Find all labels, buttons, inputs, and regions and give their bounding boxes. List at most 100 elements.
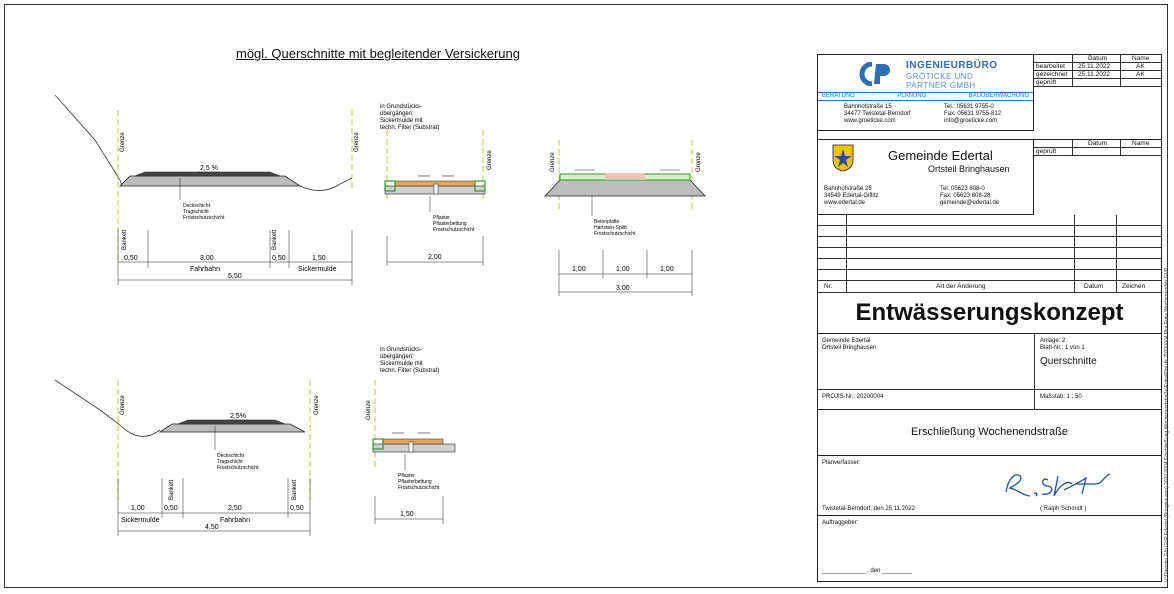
client-subname: Ortsteil Bringhausen <box>928 164 1010 174</box>
section-2-layer-b: Hartstein-Splitt <box>594 225 627 231</box>
dim-2-b: 1,00 <box>616 266 630 273</box>
dim-1-d: 1,50 <box>312 255 326 262</box>
detail-2-note-1: in Grundstücks- <box>380 347 422 353</box>
dim-3-d: 0,50 <box>290 505 304 512</box>
section-2: Grenze Grenze Betonplatte Hartstein-Spli… <box>544 140 706 296</box>
sheet-name: Querschnitte <box>1040 356 1097 367</box>
status-row-2-date: 25.11.2022 <box>1078 71 1111 78</box>
layer-label-1a: Deckschicht <box>183 203 211 209</box>
sickermulde-label-1: Sickermulde <box>298 266 337 273</box>
total-3: 4,50 <box>205 524 219 531</box>
anlage: Anlage: 2 <box>1040 338 1066 344</box>
grenze-label-1a: Grenze <box>120 132 126 152</box>
status-row-2-label: gezeichnet <box>1036 71 1068 78</box>
project-left-1: Gemeinde Edertal <box>822 338 871 344</box>
detail-2-note-3: Sickermulde mit <box>380 361 423 367</box>
detail-1-note-1: in Grundstücks- <box>380 104 422 110</box>
bankett-label-3b: Bankett <box>292 479 298 500</box>
status-date-header: Datum <box>1088 55 1108 62</box>
grenze-label-1b: Grenze <box>354 132 360 152</box>
status-row-1-date: 25.11.2022 <box>1078 63 1111 70</box>
detail-2-layer-b: Pflasterbettung <box>398 479 432 485</box>
section-2-layer-c: Frostschutzschicht <box>594 231 636 237</box>
detail-1-layer-b: Pflasterbettung <box>433 221 467 227</box>
grenze-label-2a: Grenze <box>550 152 556 172</box>
detail-1-note-3: Sickermulde mit <box>380 118 423 124</box>
fahrbahn-label-1: Fahrbahn <box>190 266 220 273</box>
client-name: Gemeinde Edertal <box>888 148 993 163</box>
projis-nr: PROJIS-Nr.: 20200004 <box>822 394 884 400</box>
layer-label-3c: Frostschutzschicht <box>217 465 259 471</box>
blatt-nr: Blatt-Nr.: 1 von 1 <box>1040 345 1085 351</box>
detail-2-dim: 1,50 <box>400 511 414 518</box>
grenze-label-d1: Grenze <box>487 150 493 170</box>
detail-2-note-2: übergängen: <box>380 354 414 360</box>
detail-2-layer-a: Pflaster <box>398 473 415 479</box>
project-name-box: Erschließung Wochenendstraße <box>818 409 1161 455</box>
firm-logo <box>854 61 902 87</box>
layer-label-3b: Tragschicht <box>217 459 243 465</box>
planverfasser-box: Planverfasser: Twistetal-Berndorf, den 2… <box>818 455 1161 515</box>
sickermulde-label-3: Sickermulde <box>121 517 160 524</box>
status-table: Datum Name bearbeitet 25.11.2022 AK geze… <box>1034 55 1161 131</box>
file-path: V:\Dienste\ Gfn GVP Edertal (Bringhausen… <box>1164 267 1170 582</box>
firm-name-3: PARTNER GMBH <box>906 81 976 90</box>
grenze-label-3a: Grenze <box>120 395 126 415</box>
firm-contact: Tel.: 05631 9755-0 Fax: 05631 9755-812 i… <box>944 104 1002 124</box>
detail-2-layer-c: Frostschutzschicht <box>398 485 440 491</box>
grenze-label-2b: Grenze <box>696 152 702 172</box>
signer-name: ( Ralph Schmidt ) <box>1040 506 1087 512</box>
grenze-label-3b: Grenze <box>314 395 320 415</box>
layer-label-3a: Deckschicht <box>217 453 245 459</box>
auftraggeber-label: Auftraggeber: <box>822 520 859 526</box>
total-2: 3,00 <box>616 285 630 292</box>
total-1: 5,50 <box>228 273 242 280</box>
project-info: Gemeinde Edertal Ortsteil Bringhausen An… <box>818 333 1161 410</box>
drawing-title: mögl. Querschnitte mit begleitender Vers… <box>236 46 520 61</box>
slope-label-3: 2,5% <box>230 413 246 420</box>
firm-services: BERATUNG PLANUNG BAUÜBERWACHUNG <box>818 92 1033 101</box>
change-history: Nr. Art der Änderung Datum Zeichen <box>818 215 1161 293</box>
bankett-label-3a: Bankett <box>169 479 175 500</box>
main-title: Entwässerungskonzept <box>855 299 1124 326</box>
section-1: Grenze Grenze 2,5 % Deckschicht Tragschi… <box>54 94 360 285</box>
planverfasser-label: Planverfasser: <box>822 460 861 466</box>
drawing-sheet <box>4 4 1168 588</box>
client-status-label: geprüft <box>1036 148 1057 155</box>
dim-3-c: 2,50 <box>228 505 242 512</box>
detail-1-note-4: techn. Filter (Substrat) <box>380 125 439 131</box>
change-sign-header: Zeichen <box>1122 283 1146 290</box>
auftraggeber-box: Auftraggeber: _____________ , den ______… <box>818 515 1161 581</box>
project-left-2: Ortsteil Bringhausen <box>822 345 877 351</box>
section-3: Grenze Grenze 2,5% Deckschicht Tragschic… <box>54 379 320 536</box>
status-name-header: Name <box>1132 55 1150 62</box>
dim-1-b: 3,00 <box>200 255 214 262</box>
section-2-layer-a: Betonplatte <box>594 219 620 225</box>
massstab: Maßstab: 1 : 50 <box>1040 394 1082 400</box>
bankett-label-1a: Bankett <box>122 229 128 250</box>
dim-1-c: 0,50 <box>272 255 286 262</box>
bankett-label-1b: Bankett <box>272 229 278 250</box>
layer-label-1c: Frostschutzschicht <box>183 215 225 221</box>
auftraggeber-sign-line: _____________ , den _________ <box>822 568 913 574</box>
title-block: INGENIEURBÜRO GRÖTICKE UND PARTNER GMBH … <box>817 54 1162 582</box>
client-name-header: Name <box>1132 140 1150 147</box>
detail-2-note-4: techn. Filter (Substrat) <box>380 368 439 374</box>
dim-2-c: 1,00 <box>660 266 674 273</box>
layer-label-1b: Tragschicht <box>183 209 209 215</box>
dim-2-a: 1,00 <box>572 266 586 273</box>
dim-1-a: 0,50 <box>124 255 138 262</box>
client-section: Gemeinde Edertal Ortsteil Bringhausen Ba… <box>818 139 1034 215</box>
slope-label-1: 2,5 % <box>200 165 218 172</box>
status-row-1-name: AK <box>1136 63 1145 70</box>
client-status-table: Datum Name geprüft <box>1034 139 1161 215</box>
client-date-header: Datum <box>1088 140 1108 147</box>
firm-address: Bahnhofstraße 15 34477 Twistetal-Berndor… <box>844 104 911 124</box>
detail-1-note-2: übergängen: <box>380 111 414 117</box>
dim-3-b: 0,50 <box>164 505 178 512</box>
client-address: Bahnhofstraße 25 34549 Edertal-Giflitz w… <box>824 186 879 206</box>
place-date: Twistetal-Berndorf, den 25.11.2022 <box>822 506 915 512</box>
detail-2: in Grundstücks- übergängen: Sickermulde … <box>366 347 456 524</box>
status-row-2-name: AK <box>1136 71 1145 78</box>
status-row-3-label: geprüft <box>1036 79 1057 86</box>
